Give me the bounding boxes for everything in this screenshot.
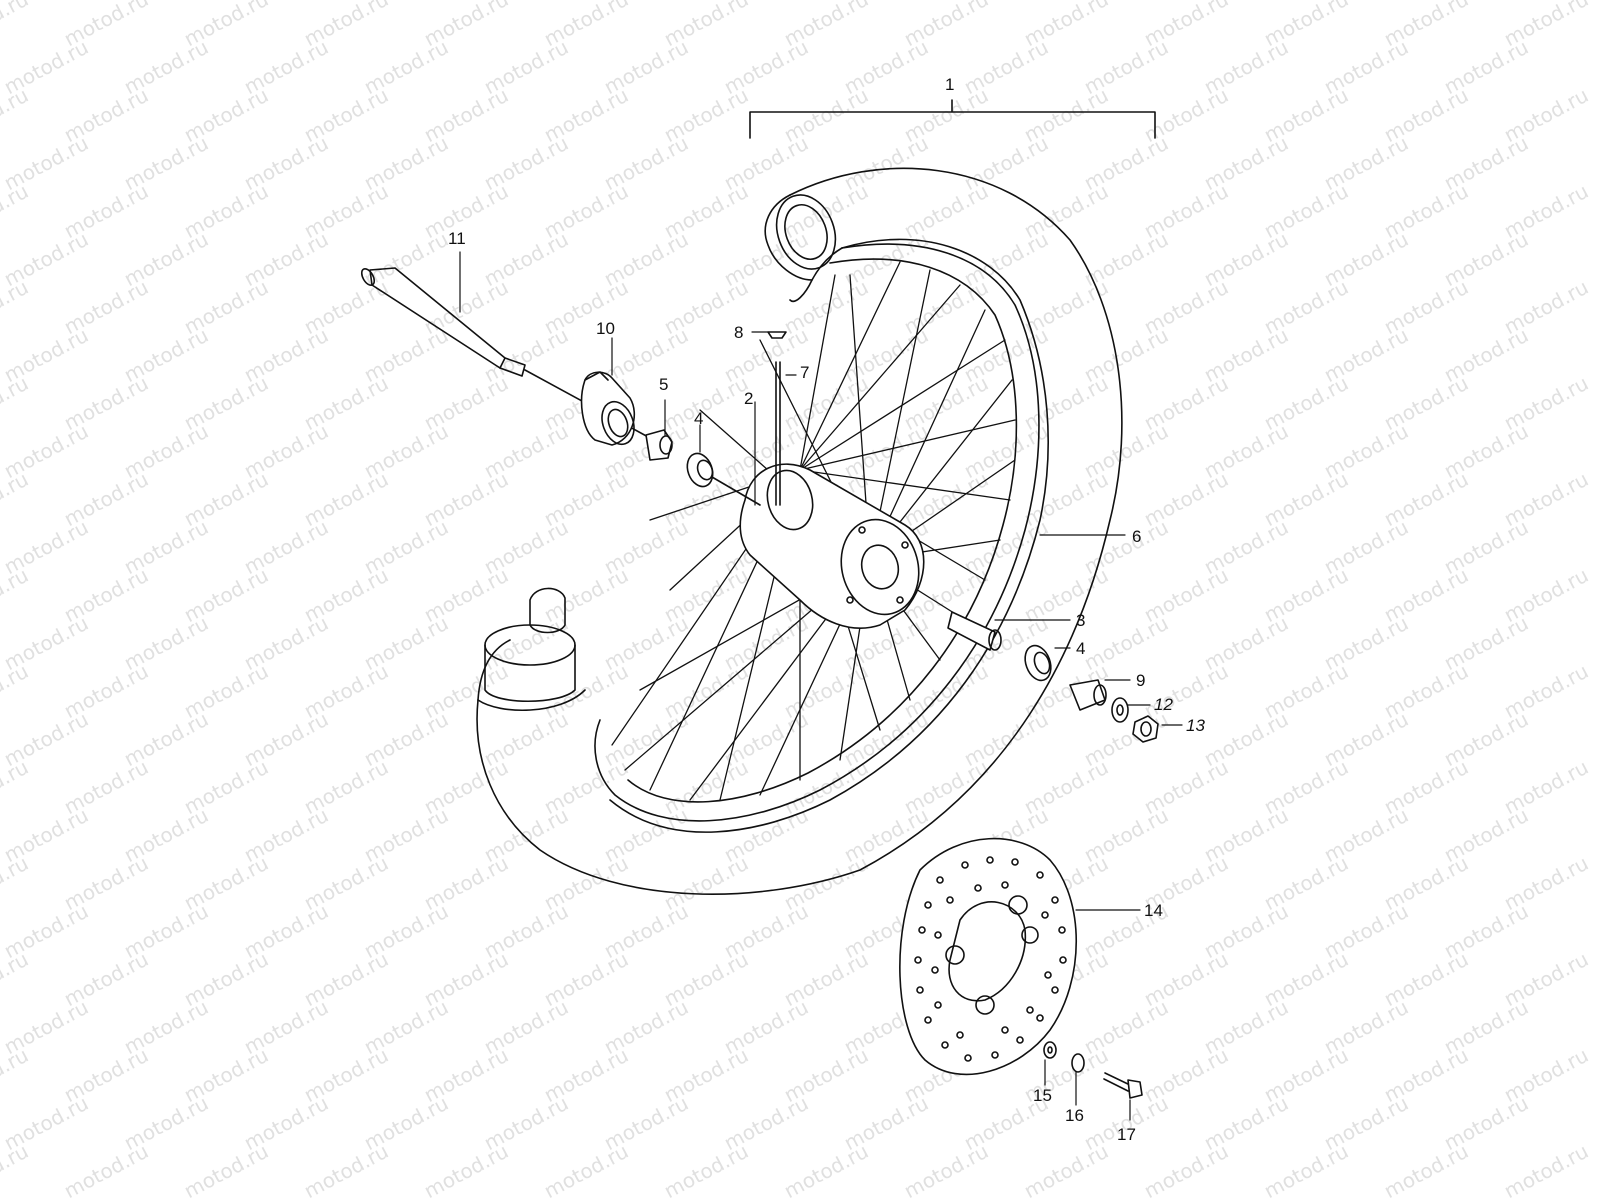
callout-5: 5 [659,375,668,394]
washer-15 [1043,1041,1057,1059]
washer-12 [1111,697,1129,723]
spokes [611,261,1016,801]
speedometer-gearbox [580,371,636,446]
assembly-bracket [749,99,1156,139]
retainer [645,429,673,461]
callout-12: 12 [1154,695,1173,714]
brake-disc [899,837,1078,1076]
callout-10: 10 [596,319,615,338]
callout-13: 13 [1186,716,1205,735]
callout-4-left: 4 [694,409,703,428]
hub [739,463,925,629]
callout-4-right: 4 [1076,639,1085,658]
callout-labels: 1 2 3 4 4 5 6 7 8 9 10 11 12 13 14 15 16… [448,75,1205,1144]
bolt-17 [1103,1072,1143,1099]
callout-6: 6 [1132,527,1141,546]
nut-13 [1132,715,1159,743]
callout-8: 8 [734,323,743,342]
callout-3: 3 [1076,611,1085,630]
callout-11: 11 [448,229,466,248]
leader-lines [459,251,1183,1121]
callout-16: 16 [1065,1106,1084,1125]
callout-2: 2 [744,389,753,408]
callout-17: 17 [1117,1125,1136,1144]
collar [1069,679,1107,711]
spacer-right [947,611,1002,651]
valve-stem [767,331,787,506]
callout-9: 9 [1136,671,1145,690]
callout-14: 14 [1144,901,1163,920]
tire [476,167,1123,895]
rim [594,243,1040,822]
callout-7: 7 [800,363,809,382]
lock-plate-16 [1071,1053,1085,1073]
bearing-right [1024,644,1052,682]
callout-15: 15 [1033,1086,1052,1105]
bearing-left [686,452,714,488]
callout-1: 1 [945,75,954,94]
